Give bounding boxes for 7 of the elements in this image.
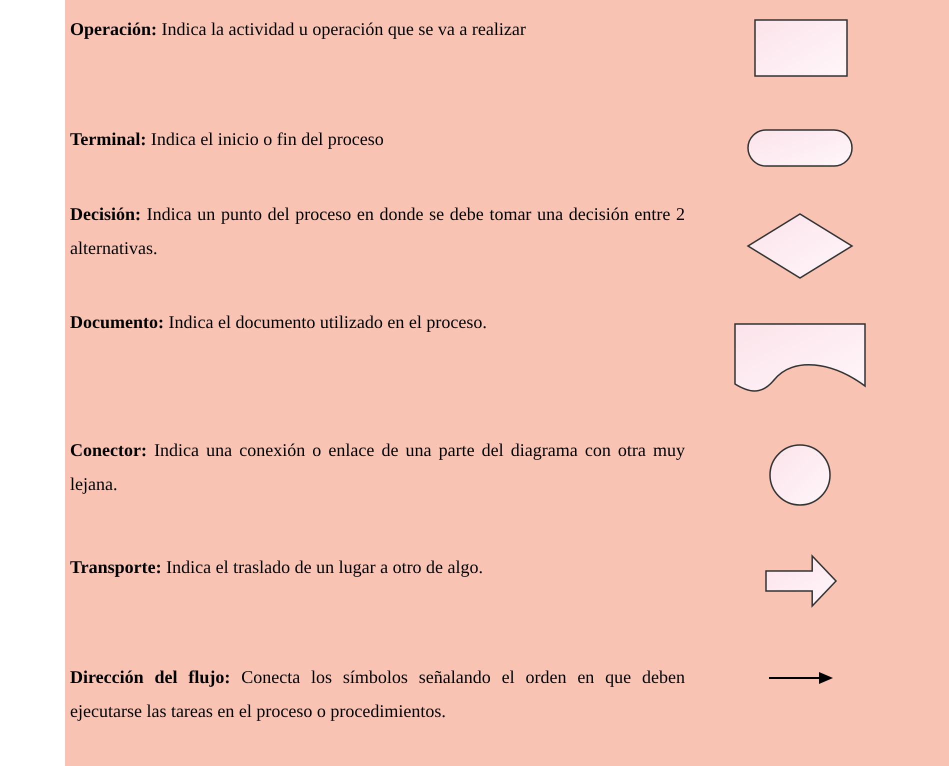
symbol-description: Documento: Indica el documento utilizado en el proceso. xyxy=(70,311,488,334)
symbol-description: Decisión: Indica un punto del proceso en donde se debe tomar una decisión entre 2 alternativas. xyxy=(70,203,685,260)
symbol-description: Transporte: Indica el traslado de un lugar a otro de algo. xyxy=(70,556,484,579)
symbol-description: Conector: Indica una conexión o enlace de una parte del diagrama con otra muy lejana. xyxy=(70,439,685,496)
symbol-description: Dirección del flujo: Conecta los símbolos señalando el orden en que deben ejecutarse las tareas en el proceso o procedimientos. xyxy=(70,666,685,723)
symbol-description: Operación: Indica la actividad u operación que se va a realizar xyxy=(70,18,527,41)
symbol-description: Terminal: Indica el inicio o fin del proceso xyxy=(70,128,385,151)
